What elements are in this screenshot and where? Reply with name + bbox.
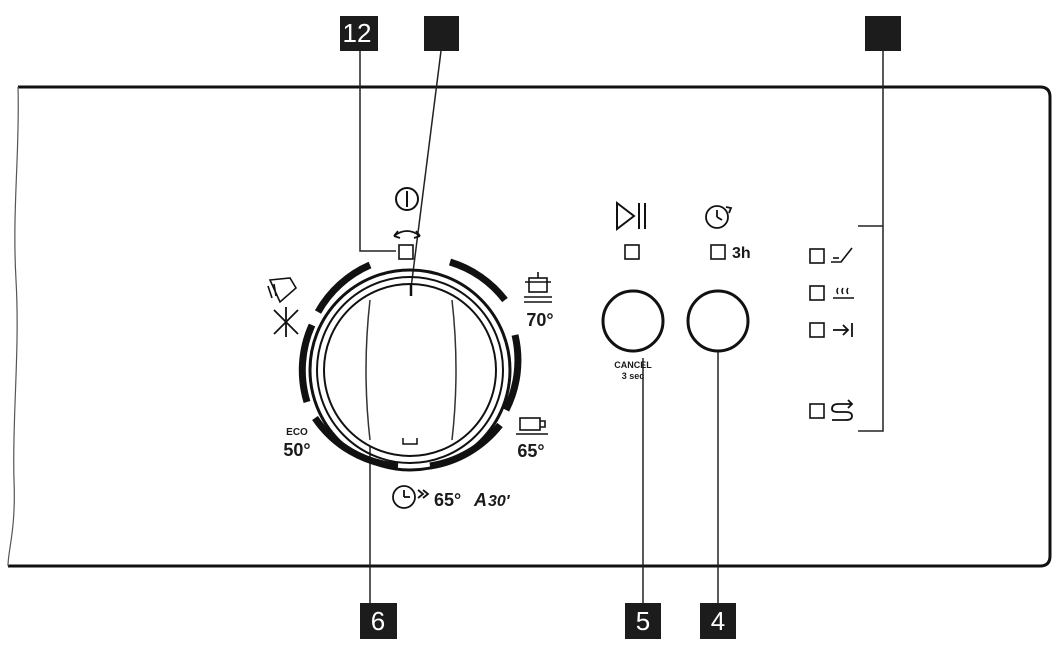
glass-temp: 65° (517, 441, 544, 461)
end-indicator-icon (833, 323, 853, 337)
rinse-aid-indicator-icon (833, 287, 854, 299)
cancel-hint: 3 sec (622, 371, 645, 381)
dial-grip-left (365, 299, 371, 441)
callout-6-label: 6 (371, 606, 385, 636)
eco-label: ECO (286, 427, 308, 438)
power-icon (395, 187, 419, 211)
quick-temp: 65° (434, 490, 461, 510)
leader-line-top-middle (410, 50, 442, 289)
prewash-icon (267, 277, 298, 304)
delay-button[interactable] (686, 289, 750, 353)
leader-line-indicators (858, 51, 884, 432)
callout-6: 6 (360, 603, 397, 639)
program-dial[interactable]: ECO 50° 70° 65° 65° A 30' (267, 187, 554, 510)
pot-intensive-icon (524, 272, 552, 303)
cup-glass-icon (516, 417, 548, 435)
panel-wavy-left-edge (7, 86, 19, 567)
dial-grip-right (451, 299, 457, 441)
rinse-star-icon (273, 307, 299, 337)
delay-indicator-light (710, 244, 726, 260)
quick-mode: A (473, 490, 487, 510)
power-indicator-light (398, 244, 414, 260)
start-cancel-button[interactable] (601, 289, 665, 353)
callout-4-label: 4 (711, 606, 725, 636)
leader-line-12 (359, 51, 396, 252)
callout-5: 5 (625, 603, 661, 639)
salt-indicator-icon (831, 247, 853, 263)
start-indicator-light (624, 244, 640, 260)
callout-5-label: 5 (636, 606, 650, 636)
eco-temp: 50° (283, 440, 310, 460)
quick-clock-icon (392, 485, 430, 509)
dial-ring-2 (316, 276, 504, 464)
callout-top-middle (424, 16, 459, 51)
indicator-rinse-aid (809, 285, 854, 301)
delay-timer-icon (705, 205, 733, 229)
cancel-label: CANCEL (614, 360, 652, 370)
dial-ring-1 (308, 268, 512, 472)
play-pause-icon (616, 200, 646, 232)
quick-time: 30' (488, 493, 511, 510)
intensive-temp: 70° (526, 310, 553, 330)
dial-bottom-notch (402, 438, 418, 445)
rotate-arrow-icon (393, 230, 421, 239)
indicator-salt (809, 247, 853, 264)
callout-top-right (865, 16, 901, 51)
callout-12-label: 12 (343, 18, 372, 48)
delay-option-label: 3h (732, 245, 751, 262)
panel-outline (8, 85, 1052, 568)
indicator-end (809, 322, 853, 338)
callout-4: 4 (700, 603, 736, 639)
multitab-indicator-icon (831, 399, 854, 421)
callout-12: 12 (340, 16, 378, 51)
indicator-multitab (809, 399, 854, 421)
dial-knob[interactable] (323, 283, 497, 457)
